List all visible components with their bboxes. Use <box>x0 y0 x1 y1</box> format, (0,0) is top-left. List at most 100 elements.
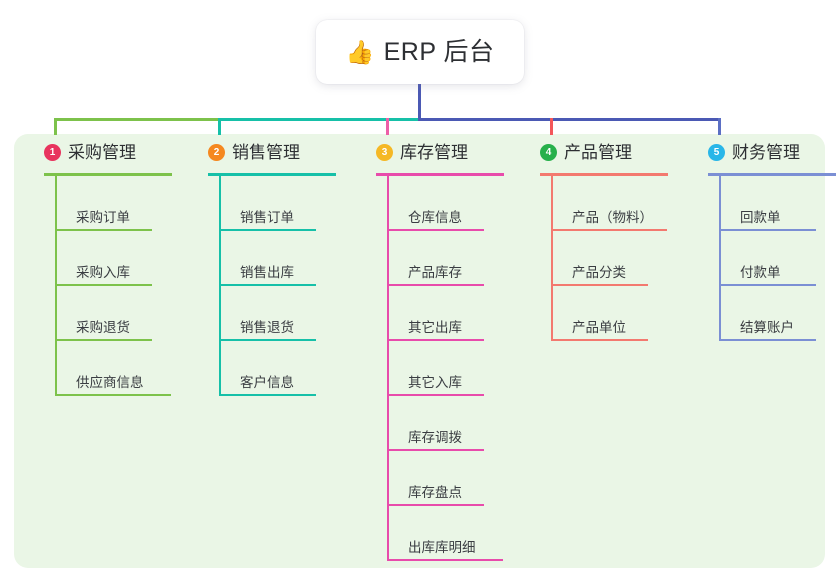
list-item-label: 采购订单 <box>76 209 130 225</box>
connector-drop-1 <box>54 118 57 135</box>
column-underline-3 <box>376 173 504 176</box>
list-item[interactable]: 其它入库 <box>387 341 532 396</box>
list-item[interactable]: 库存盘点 <box>387 451 532 506</box>
column-title-4: 产品管理 <box>564 143 632 162</box>
list-item-label: 采购入库 <box>76 264 130 280</box>
column-badge-3: 3 <box>376 144 393 161</box>
list-item-underline <box>387 229 484 231</box>
list-item-label: 采购退货 <box>76 319 130 335</box>
list-item-underline <box>719 229 816 231</box>
connector-drop-5 <box>718 118 721 135</box>
list-item-label: 产品分类 <box>572 264 626 280</box>
list-item-underline <box>219 229 316 231</box>
column-header-2[interactable]: 2 销售管理 <box>208 144 300 161</box>
list-item-label: 产品单位 <box>572 319 626 335</box>
list-item-label: 付款单 <box>740 264 781 280</box>
list-item[interactable]: 供应商信息 <box>55 341 200 396</box>
column-badge-1: 1 <box>44 144 61 161</box>
column-spine-5 <box>719 176 721 341</box>
column-items-2: 销售订单销售出库销售退货客户信息 <box>219 176 364 396</box>
list-item-label: 其它入库 <box>408 374 462 390</box>
list-item[interactable]: 回款单 <box>719 176 839 231</box>
list-item-underline <box>387 284 484 286</box>
list-item-underline <box>551 229 667 231</box>
connector-bar-middle <box>218 118 421 121</box>
connector-bar-right <box>418 118 721 121</box>
column-items-4: 产品（物料） 产品分类产品单位 <box>551 176 696 341</box>
column-badge-2: 2 <box>208 144 225 161</box>
list-item[interactable]: 库存调拨 <box>387 396 532 451</box>
list-item-label: 供应商信息 <box>76 374 144 390</box>
list-item-label: 回款单 <box>740 209 781 225</box>
list-item-label: 产品（物料） <box>572 209 653 225</box>
list-item[interactable]: 客户信息 <box>219 341 364 396</box>
column-items-3: 仓库信息产品库存其它出库其它入库库存调拨库存盘点出库库明细 <box>387 176 532 561</box>
column-title-5: 财务管理 <box>732 143 800 162</box>
list-item-underline <box>55 284 152 286</box>
list-item[interactable]: 采购退货 <box>55 286 200 341</box>
list-item-underline <box>719 339 816 341</box>
list-item-underline <box>387 504 484 506</box>
list-item-underline <box>55 394 171 396</box>
list-item-label: 产品库存 <box>408 264 462 280</box>
connector-drop-4 <box>550 118 553 135</box>
list-item[interactable]: 付款单 <box>719 231 839 286</box>
list-item[interactable]: 销售退货 <box>219 286 364 341</box>
list-item-label: 客户信息 <box>240 374 294 390</box>
column-title-1: 采购管理 <box>68 143 136 162</box>
list-item-underline <box>551 284 648 286</box>
column-underline-1 <box>44 173 172 176</box>
column-title-3: 库存管理 <box>400 143 468 162</box>
list-item-label: 销售出库 <box>240 264 294 280</box>
column-spine-1 <box>55 176 57 396</box>
list-item-label: 仓库信息 <box>408 209 462 225</box>
connector-drop-3 <box>386 118 389 135</box>
column-underline-4 <box>540 173 668 176</box>
column-title-2: 销售管理 <box>232 143 300 162</box>
connector-root-stem <box>418 84 421 121</box>
list-item[interactable]: 产品库存 <box>387 231 532 286</box>
diagram-panel <box>14 134 825 568</box>
list-item-underline <box>55 339 152 341</box>
list-item[interactable]: 采购订单 <box>55 176 200 231</box>
columns-container: 1 采购管理采购订单采购入库采购退货供应商信息 2 销售管理销售订单销售出库销售退货客… <box>14 134 836 568</box>
list-item-underline <box>719 284 816 286</box>
root-node-card[interactable]: 👍 ERP 后台 <box>316 20 524 84</box>
thumbs-up-icon: 👍 <box>345 38 375 65</box>
connector-drop-2 <box>218 118 221 135</box>
list-item-underline <box>551 339 648 341</box>
column-spine-2 <box>219 176 221 396</box>
root-node-title: 👍 ERP 后台 <box>345 37 495 66</box>
list-item[interactable]: 其它出库 <box>387 286 532 341</box>
list-item-underline <box>387 394 484 396</box>
list-item[interactable]: 产品分类 <box>551 231 696 286</box>
list-item-label: 出库库明细 <box>408 539 476 555</box>
list-item[interactable]: 出库库明细 <box>387 506 532 561</box>
list-item[interactable]: 结算账户 <box>719 286 839 341</box>
list-item[interactable]: 采购入库 <box>55 231 200 286</box>
root-node-label: ERP 后台 <box>383 37 495 66</box>
list-item-label: 销售订单 <box>240 209 294 225</box>
list-item[interactable]: 仓库信息 <box>387 176 532 231</box>
list-item[interactable]: 产品单位 <box>551 286 696 341</box>
column-spine-4 <box>551 176 553 341</box>
column-header-1[interactable]: 1 采购管理 <box>44 144 136 161</box>
list-item[interactable]: 产品（物料） <box>551 176 696 231</box>
list-item-underline <box>219 284 316 286</box>
column-items-5: 回款单付款单结算账户 <box>719 176 839 341</box>
list-item[interactable]: 销售订单 <box>219 176 364 231</box>
list-item-label: 结算账户 <box>740 319 794 335</box>
column-underline-5 <box>708 173 836 176</box>
list-item-underline <box>387 559 503 561</box>
list-item-underline <box>387 339 484 341</box>
list-item-underline <box>219 339 316 341</box>
list-item-label: 库存调拨 <box>408 429 462 445</box>
column-underline-2 <box>208 173 336 176</box>
column-items-1: 采购订单采购入库采购退货供应商信息 <box>55 176 200 396</box>
list-item[interactable]: 销售出库 <box>219 231 364 286</box>
list-item-underline <box>55 229 152 231</box>
list-item-underline <box>219 394 316 396</box>
column-header-3[interactable]: 3 库存管理 <box>376 144 468 161</box>
